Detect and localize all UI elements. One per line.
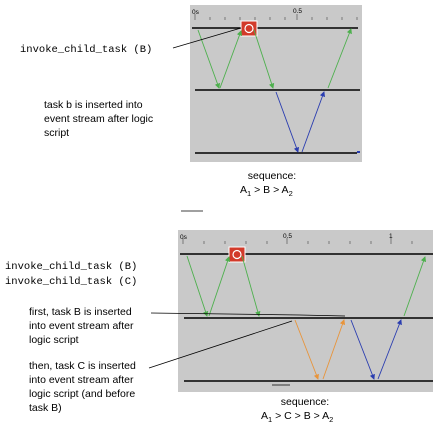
svg-text:sequence:: sequence:	[248, 170, 296, 182]
bottom-panel-background	[178, 230, 433, 392]
bottom-arrow-green-down-2	[241, 255, 261, 317]
bottom-arrow-orange-up	[322, 319, 346, 380]
top-arrow-green-up-1	[219, 30, 242, 89]
top-timeline-panel: 0s 0.5	[172, 5, 362, 162]
bottom-arrow-blue-down	[350, 319, 375, 380]
bottom-tick-1: 1	[389, 233, 393, 240]
bottom-arrow-blue-up	[377, 319, 402, 380]
bottom-invoke-marker-icon	[228, 246, 246, 263]
top-arrow-green-down-2	[253, 29, 275, 89]
bottom-invoke-label-b: invoke_child_task (B)	[5, 261, 137, 273]
bottom-ruler	[182, 238, 413, 244]
bottom-arrow-green-down-1	[186, 255, 209, 317]
svg-text:sequence:: sequence:	[281, 396, 329, 408]
svg-text:task b is inserted into: task b is inserted into	[44, 99, 143, 111]
top-sequence-caption: sequence: A1 > B > A2	[240, 170, 296, 198]
bottom-tick-0-5: 0.5	[283, 233, 292, 240]
svg-text:first, task B is inserted: first, task B is inserted	[29, 306, 132, 318]
svg-text:into event stream after: into event stream after	[29, 320, 134, 332]
note2-leader-line	[148, 320, 293, 369]
svg-text:logic script: logic script	[29, 334, 79, 346]
svg-text:into event stream after: into event stream after	[29, 374, 134, 386]
bottom-arrow-orange-down	[294, 319, 319, 380]
bottom-tick-0: 0s	[180, 234, 188, 241]
top-invoke-marker-icon	[240, 20, 258, 37]
top-arrow-blue-up	[301, 91, 325, 153]
top-invoke-label: invoke_child_task (B)	[20, 44, 152, 56]
top-tick-0: 0s	[192, 9, 200, 16]
top-arrow-green-up-2	[327, 28, 352, 89]
bottom-arrow-green-up-2	[403, 256, 427, 317]
svg-text:then, task C is inserted: then, task C is inserted	[29, 360, 136, 372]
svg-text:script: script	[44, 127, 69, 139]
svg-text:event stream after logic: event stream after logic	[44, 113, 153, 125]
bottom-note-1: first, task B is inserted into event str…	[29, 306, 134, 346]
top-tick-0-5: 0.5	[293, 8, 302, 15]
bottom-arrow-green-up-1	[208, 256, 231, 317]
top-note: task b is inserted into event stream aft…	[44, 99, 153, 139]
svg-text:logic script (and before: logic script (and before	[29, 388, 135, 400]
top-sequence-text: A1 > B > A2	[240, 184, 293, 198]
bottom-sequence-caption: sequence: A1 > C > B > A2	[261, 396, 333, 424]
top-label-leader-line	[172, 27, 242, 49]
bottom-note-2: then, task C is inserted into event stre…	[29, 360, 136, 414]
note1-leader-line	[150, 312, 346, 317]
top-ruler	[194, 14, 358, 20]
svg-text:task B): task B)	[29, 402, 62, 414]
bottom-invoke-label-c: invoke_child_task (C)	[5, 276, 137, 288]
top-arrow-blue-down	[275, 91, 299, 153]
bottom-timeline-panel: 0s 0.5 1	[178, 230, 433, 392]
bottom-sequence-text: A1 > C > B > A2	[261, 410, 333, 424]
